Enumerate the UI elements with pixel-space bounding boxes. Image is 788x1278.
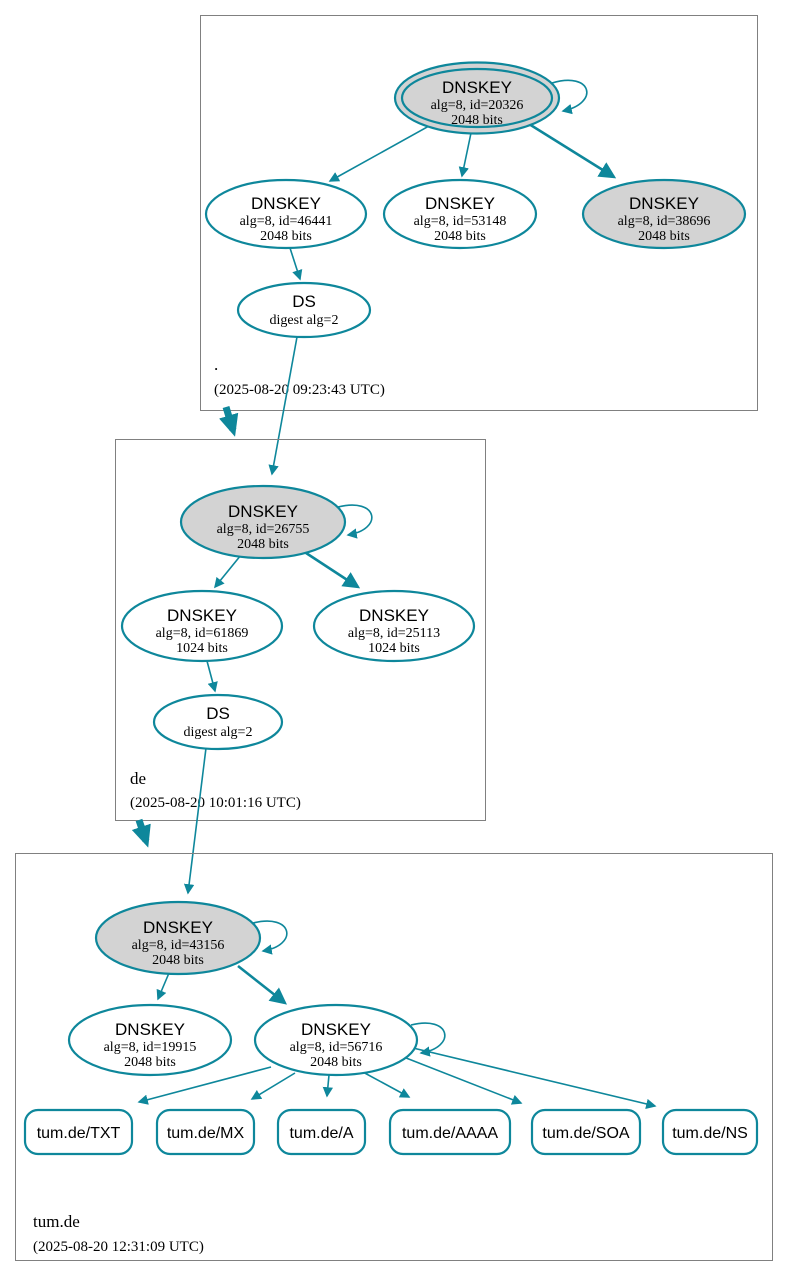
ds-de-detail: digest alg=2 bbox=[184, 725, 253, 740]
node-rrset-soa[interactable]: tum.de/SOA bbox=[530, 1108, 642, 1156]
edge-root-ksk-to-zsk53148 bbox=[458, 132, 472, 178]
zone-tum-de-timestamp: (2025-08-20 12:31:09 UTC) bbox=[33, 1239, 204, 1255]
edge-zsk56716-to-ns bbox=[412, 1047, 657, 1109]
zone-root-timestamp: (2025-08-20 09:23:43 UTC) bbox=[214, 382, 385, 398]
dnskey-61869-bits: 1024 bits bbox=[176, 641, 228, 656]
edge-zsk56716-to-txt bbox=[137, 1066, 272, 1105]
node-ds-root[interactable]: DS digest alg=2 bbox=[236, 281, 372, 339]
node-rrset-aaaa[interactable]: tum.de/AAAA bbox=[388, 1108, 512, 1156]
rrset-ns-label: tum.de/NS bbox=[672, 1125, 748, 1142]
edge-zsk56716-to-mx bbox=[250, 1072, 296, 1100]
rrset-a-label: tum.de/A bbox=[289, 1125, 353, 1142]
dnskey-20326-title: DNSKEY bbox=[442, 78, 512, 97]
node-ds-de[interactable]: DS digest alg=2 bbox=[152, 693, 284, 751]
dnskey-56716-bits: 2048 bits bbox=[310, 1055, 362, 1070]
dnskey-25113-bits: 1024 bits bbox=[368, 641, 420, 656]
edge-tum-ksk-to-zsk19915 bbox=[156, 972, 170, 1001]
dnskey-53148-detail: alg=8, id=53148 bbox=[414, 214, 507, 229]
dnskey-25113-detail: alg=8, id=25113 bbox=[348, 626, 440, 641]
node-dnskey-61869[interactable]: DNSKEY alg=8, id=61869 1024 bits bbox=[120, 589, 284, 663]
dnskey-46441-title: DNSKEY bbox=[251, 194, 321, 213]
node-rrset-txt[interactable]: tum.de/TXT bbox=[23, 1108, 134, 1156]
zone-tum-de: DNSKEY alg=8, id=43156 2048 bits DNSKEY … bbox=[15, 853, 773, 1261]
zone-de-timestamp: (2025-08-20 10:01:16 UTC) bbox=[130, 795, 301, 811]
edge-root-ds-to-de-ksk bbox=[268, 336, 298, 476]
self-sign-loop-de-ksk bbox=[337, 504, 373, 539]
node-rrset-mx[interactable]: tum.de/MX bbox=[155, 1108, 256, 1156]
zone-root: DNSKEY alg=8, id=20326 2048 bits DNSKEY … bbox=[200, 15, 758, 411]
dnskey-43156-detail: alg=8, id=43156 bbox=[132, 938, 225, 953]
dnskey-19915-title: DNSKEY bbox=[115, 1020, 185, 1039]
dnskey-25113-title: DNSKEY bbox=[359, 606, 429, 625]
node-rrset-ns[interactable]: tum.de/NS bbox=[661, 1108, 759, 1156]
rrset-txt-label: tum.de/TXT bbox=[37, 1125, 121, 1142]
edge-zsk56716-to-soa bbox=[400, 1055, 523, 1105]
node-rrset-a[interactable]: tum.de/A bbox=[276, 1108, 367, 1156]
zone-de: DNSKEY alg=8, id=26755 2048 bits DNSKEY … bbox=[115, 439, 486, 821]
self-sign-loop-tum-ksk bbox=[252, 920, 288, 955]
ds-root-title: DS bbox=[292, 292, 316, 311]
node-dnskey-46441[interactable]: DNSKEY alg=8, id=46441 2048 bits bbox=[204, 178, 368, 250]
dnskey-61869-title: DNSKEY bbox=[167, 606, 237, 625]
edge-delegation-de-to-tum bbox=[131, 818, 151, 848]
self-sign-loop-zsk56716 bbox=[410, 1022, 446, 1057]
rrset-soa-label: tum.de/SOA bbox=[542, 1125, 629, 1142]
dnskey-53148-title: DNSKEY bbox=[425, 194, 495, 213]
edge-root-ksk-to-zsk38696 bbox=[528, 122, 617, 179]
ds-root-detail: digest alg=2 bbox=[270, 313, 339, 328]
edge-de-ksk-to-zsk25113 bbox=[302, 549, 361, 589]
edge-zsk56716-to-a bbox=[322, 1074, 334, 1098]
dnskey-56716-title: DNSKEY bbox=[301, 1020, 371, 1039]
edge-zsk61869-to-ds bbox=[206, 660, 218, 693]
rrset-mx-label: tum.de/MX bbox=[167, 1125, 245, 1142]
zone-tum-de-box bbox=[15, 853, 773, 1261]
node-dnskey-38696[interactable]: DNSKEY alg=8, id=38696 2048 bits bbox=[581, 178, 747, 250]
dnskey-26755-bits: 2048 bits bbox=[237, 537, 289, 552]
node-dnskey-43156[interactable]: DNSKEY alg=8, id=43156 2048 bits bbox=[94, 900, 262, 976]
dnskey-38696-title: DNSKEY bbox=[629, 194, 699, 213]
edge-root-ksk-to-zsk46441 bbox=[328, 125, 430, 182]
zone-de-label: de bbox=[130, 769, 146, 788]
dnskey-20326-bits: 2048 bits bbox=[451, 113, 503, 128]
edge-de-ksk-to-zsk61869 bbox=[214, 554, 242, 589]
dnskey-46441-bits: 2048 bits bbox=[260, 229, 312, 244]
zone-root-box bbox=[200, 15, 758, 411]
dnskey-61869-detail: alg=8, id=61869 bbox=[156, 626, 249, 641]
edge-delegation-root-to-de bbox=[219, 405, 239, 437]
edge-de-ds-to-tum-ksk bbox=[183, 747, 207, 895]
dnskey-38696-detail: alg=8, id=38696 bbox=[618, 214, 711, 229]
dnskey-26755-title: DNSKEY bbox=[228, 502, 298, 521]
dnskey-20326-detail: alg=8, id=20326 bbox=[431, 98, 524, 113]
node-dnskey-56716[interactable]: DNSKEY alg=8, id=56716 2048 bits bbox=[253, 1003, 419, 1077]
dnskey-53148-bits: 2048 bits bbox=[434, 229, 486, 244]
dnskey-56716-detail: alg=8, id=56716 bbox=[290, 1040, 383, 1055]
node-dnskey-25113[interactable]: DNSKEY alg=8, id=25113 1024 bits bbox=[312, 589, 476, 663]
ds-de-title: DS bbox=[206, 704, 230, 723]
rrset-aaaa-label: tum.de/AAAA bbox=[402, 1125, 498, 1142]
node-dnskey-20326[interactable]: DNSKEY alg=8, id=20326 2048 bits bbox=[393, 61, 561, 135]
zone-root-label: . bbox=[214, 355, 218, 374]
edge-zsk56716-to-aaaa bbox=[360, 1070, 411, 1098]
dnskey-38696-bits: 2048 bits bbox=[638, 229, 690, 244]
dnskey-43156-bits: 2048 bits bbox=[152, 953, 204, 968]
dnskey-19915-detail: alg=8, id=19915 bbox=[104, 1040, 197, 1055]
dnskey-26755-detail: alg=8, id=26755 bbox=[217, 522, 310, 537]
edge-tum-ksk-to-zsk56716 bbox=[237, 964, 287, 1005]
node-dnskey-26755[interactable]: DNSKEY alg=8, id=26755 2048 bits bbox=[179, 484, 347, 560]
zone-de-box bbox=[115, 439, 486, 821]
edge-zsk46441-to-ds bbox=[289, 247, 303, 281]
dnskey-46441-detail: alg=8, id=46441 bbox=[240, 214, 333, 229]
dnskey-43156-title: DNSKEY bbox=[143, 918, 213, 937]
dnskey-19915-bits: 2048 bits bbox=[124, 1055, 176, 1070]
node-dnskey-19915[interactable]: DNSKEY alg=8, id=19915 2048 bits bbox=[67, 1003, 233, 1077]
zone-tum-de-label: tum.de bbox=[33, 1212, 80, 1231]
self-sign-loop-root-ksk bbox=[551, 79, 588, 115]
node-dnskey-53148[interactable]: DNSKEY alg=8, id=53148 2048 bits bbox=[382, 178, 538, 250]
